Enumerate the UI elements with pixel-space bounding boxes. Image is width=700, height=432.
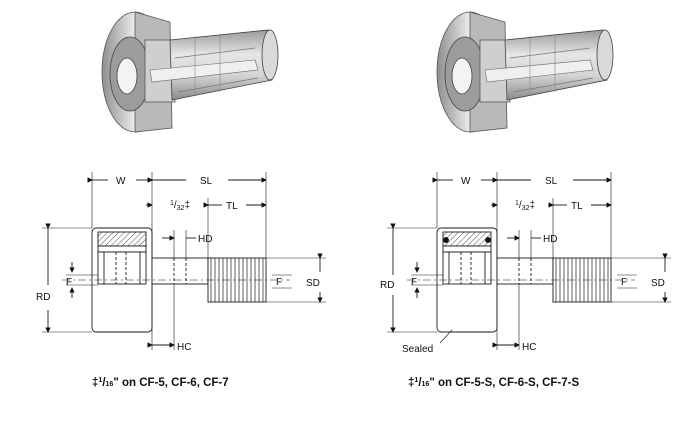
right-label-sd: SD [651, 278, 665, 289]
left-label-tolerance: 1/32‡ [170, 200, 190, 212]
left-caption: ‡1/16" on CF-5, CF-6, CF-7 [92, 377, 229, 389]
left-label-tl: TL [226, 201, 238, 212]
right-section-drawing [387, 172, 671, 350]
right-label-f-left: F [411, 277, 417, 288]
left-label-w: W [116, 176, 126, 187]
right-label-f-right: F [621, 277, 627, 288]
left-section-drawing [42, 172, 326, 350]
left-label-sl: SL [200, 176, 213, 187]
right-label-sl: SL [545, 176, 558, 187]
right-bearing-render [436, 11, 614, 133]
right-caption: ‡1/16" on CF-5-S, CF-6-S, CF-7-S [408, 377, 579, 389]
left-dimension-labels: W SL 1/32‡ TL HD RD F F SD HC [36, 176, 320, 353]
right-label-w: W [461, 176, 471, 187]
left-label-f-right: F [276, 277, 282, 288]
left-label-sd: SD [306, 278, 320, 289]
left-label-hd: HD [198, 234, 212, 245]
right-label-tolerance: 1/32‡ [515, 200, 535, 212]
left-bearing-render [101, 11, 279, 133]
right-label-sealed: Sealed [402, 344, 433, 355]
left-label-hc: HC [177, 342, 191, 353]
right-dimension-labels: W SL 1/32‡ TL HD RD F F SD HC Sealed [380, 176, 665, 355]
right-label-tl: TL [571, 201, 583, 212]
right-label-hd: HD [543, 234, 557, 245]
right-label-rd: RD [380, 280, 394, 291]
right-label-hc: HC [522, 342, 536, 353]
left-label-f-left: F [66, 277, 72, 288]
left-label-rd: RD [36, 292, 50, 303]
